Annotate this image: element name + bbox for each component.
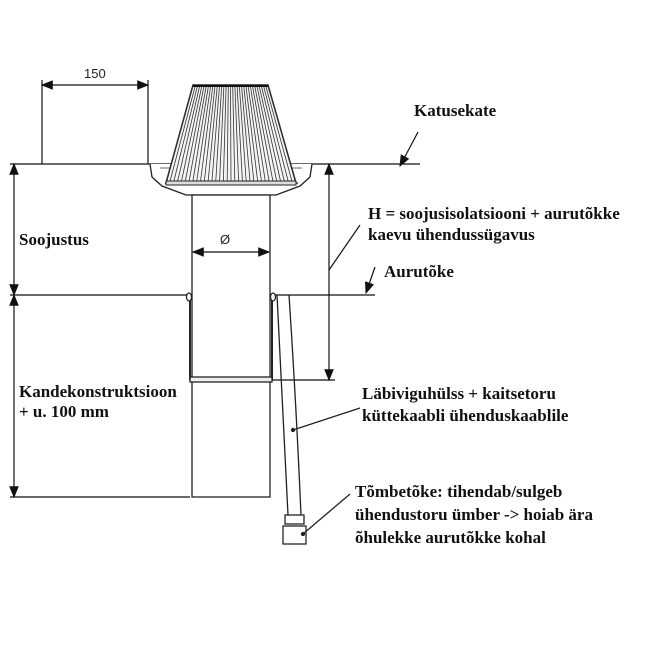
seal-label-line3: õhulekke aurutõkke kohal [355, 528, 546, 547]
cone-rib [265, 85, 293, 183]
cone-rib [258, 85, 282, 183]
cone-rib [232, 85, 236, 183]
cone-rib [184, 85, 205, 183]
cone-rib [177, 85, 201, 183]
cone-rib [222, 85, 227, 183]
cone-rib [238, 85, 247, 183]
cone-rib [215, 85, 223, 183]
sleeve-label-line2: küttekaabli ühenduskaablile [362, 406, 569, 425]
cone-rib [241, 85, 251, 183]
leaf-guard-cone [165, 84, 297, 186]
insulation-label: Soojustus [19, 230, 89, 249]
cone-rib [234, 85, 240, 183]
height-label-line2: kaevu ühendussügavus [368, 225, 535, 244]
cone-rib [165, 85, 194, 183]
cone-rib [245, 85, 259, 183]
roof-label: Katusekate [414, 101, 497, 120]
cone-rib [203, 85, 216, 183]
cone-rib [188, 85, 207, 183]
cone-rib [236, 85, 243, 183]
structure-label-line1: Kandekonstruktsioon [19, 382, 177, 401]
diameter-label: Ø [220, 232, 231, 247]
cable-sleeve [276, 294, 361, 545]
cone-rib [169, 85, 196, 183]
cone-rib [260, 85, 285, 183]
cone-rib [263, 85, 289, 183]
cone-rib [243, 85, 255, 183]
cone-rib [196, 85, 212, 183]
cone-rib [247, 85, 262, 183]
cone-rib [230, 85, 232, 183]
structure-label-line2: + u. 100 mm [19, 402, 109, 421]
height-label-line1: H = soojusisolatsiooni + aurutõkke [368, 204, 620, 223]
cone-rib [173, 85, 198, 183]
cone-rib [192, 85, 209, 183]
drain-pipe [185, 194, 277, 498]
cone-rib [267, 85, 297, 183]
vapour-barrier-label: Aurutõke [384, 262, 454, 281]
cone-rib [252, 85, 270, 183]
seal-label-line1: Tõmbetõke: tihendab/sulgeb [355, 482, 563, 501]
sleeve-label-line1: Läbiviguhülss + kaitsetoru [362, 384, 556, 403]
cone-rib [207, 85, 218, 183]
cone-rib [211, 85, 220, 183]
cone-rib [219, 85, 225, 183]
seal-label-line2: ühendustoru ümber -> hoiab ära [355, 505, 593, 524]
cone-rib [200, 85, 214, 183]
cone-rib [249, 85, 266, 183]
cone-rib [256, 85, 278, 183]
cone-rib [254, 85, 274, 183]
cone-rib [226, 85, 229, 183]
cone-rib [180, 85, 203, 183]
width-dimension-label: 150 [84, 66, 106, 81]
